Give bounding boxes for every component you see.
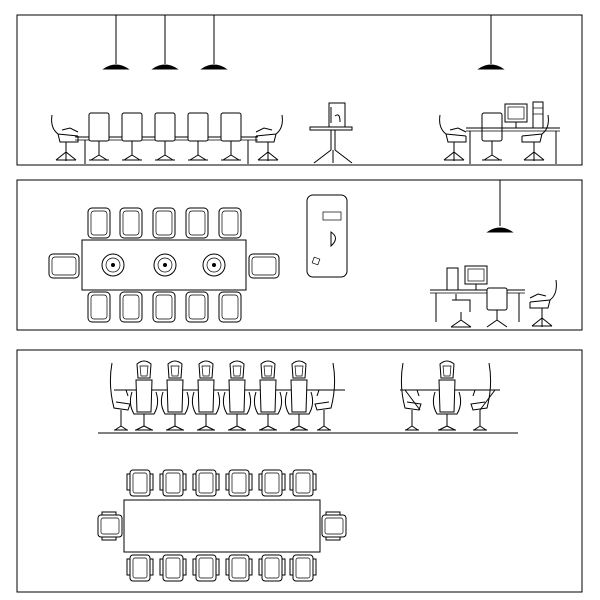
conference-chair-plan	[258, 469, 286, 497]
conference-chair-plan	[159, 469, 187, 497]
panel-elevation-and-plan-bottom	[16, 349, 583, 593]
conference-chair	[154, 112, 176, 161]
conference-chair-plan	[119, 291, 143, 323]
conference-chair-plan	[97, 511, 123, 541]
conference-chair	[187, 112, 209, 161]
office-chair-side	[400, 362, 422, 431]
pendant-lamp	[477, 15, 505, 70]
conference-chair-plan	[152, 291, 176, 323]
pendant-lamp	[102, 15, 130, 70]
conference-chair-plan	[289, 469, 317, 497]
conference-chair	[220, 112, 242, 161]
conference-chair-plan	[185, 291, 209, 323]
conference-chair-front	[129, 360, 159, 431]
conference-chair	[481, 112, 503, 161]
conference-chair-front-row	[109, 360, 492, 431]
panel-frame	[16, 349, 583, 593]
office-chair-side	[314, 362, 336, 431]
conference-chair-front	[222, 360, 252, 431]
conference-chair-plan	[48, 253, 80, 279]
conference-chair-plan	[218, 207, 242, 239]
workstation-desk	[430, 265, 525, 322]
conference-chair-front	[253, 360, 283, 431]
conference-chair-front	[284, 360, 314, 431]
conference-chair	[121, 112, 143, 161]
office-chair	[486, 287, 508, 328]
office-chair	[51, 114, 79, 161]
conference-chair-plan	[126, 469, 154, 497]
conference-chair-plan	[87, 207, 111, 239]
conference-chair-plan	[192, 554, 220, 582]
conference-chair-plan	[159, 554, 187, 582]
office-chair-side	[470, 362, 492, 431]
conference-table-plan	[123, 499, 321, 553]
conference-chair	[88, 112, 110, 161]
conference-table-plan	[81, 239, 247, 291]
conference-chair-plan	[185, 207, 209, 239]
conference-chair-plan	[225, 554, 253, 582]
pendant-lamp	[200, 15, 228, 70]
workstation-desk	[466, 101, 560, 164]
conference-chair-plan	[321, 511, 347, 541]
panel-plan-and-elevation-middle	[16, 179, 583, 331]
panel-frame	[16, 14, 583, 166]
conference-chair-plan	[258, 554, 286, 582]
conference-chair-plan	[192, 469, 220, 497]
conference-chair-plan-row	[97, 469, 347, 582]
office-chair	[439, 114, 467, 161]
panel-elevation-top	[16, 14, 583, 166]
desk-legs	[404, 389, 496, 411]
conference-chair-front	[191, 360, 221, 431]
panel-frame	[16, 179, 583, 331]
conference-chair-front	[160, 360, 190, 431]
conference-chair-plan	[248, 253, 280, 279]
lectern-plan	[306, 194, 348, 278]
conference-chair-plan	[218, 291, 242, 323]
pendant-lamp	[151, 15, 179, 70]
conference-chair-plan	[87, 291, 111, 323]
lectern	[309, 102, 353, 164]
office-chair	[529, 279, 557, 327]
conference-chair-plan	[126, 554, 154, 582]
office-chair	[255, 114, 283, 161]
office-chair	[450, 294, 472, 328]
conference-chair-plan	[119, 207, 143, 239]
conference-chair-plan	[225, 469, 253, 497]
pendant-lamp	[486, 180, 514, 233]
conference-chair-front	[432, 360, 462, 431]
conference-chair-plan	[289, 554, 317, 582]
office-chair	[521, 114, 549, 161]
conference-chair-plan	[152, 207, 176, 239]
office-chair-side	[109, 362, 131, 431]
